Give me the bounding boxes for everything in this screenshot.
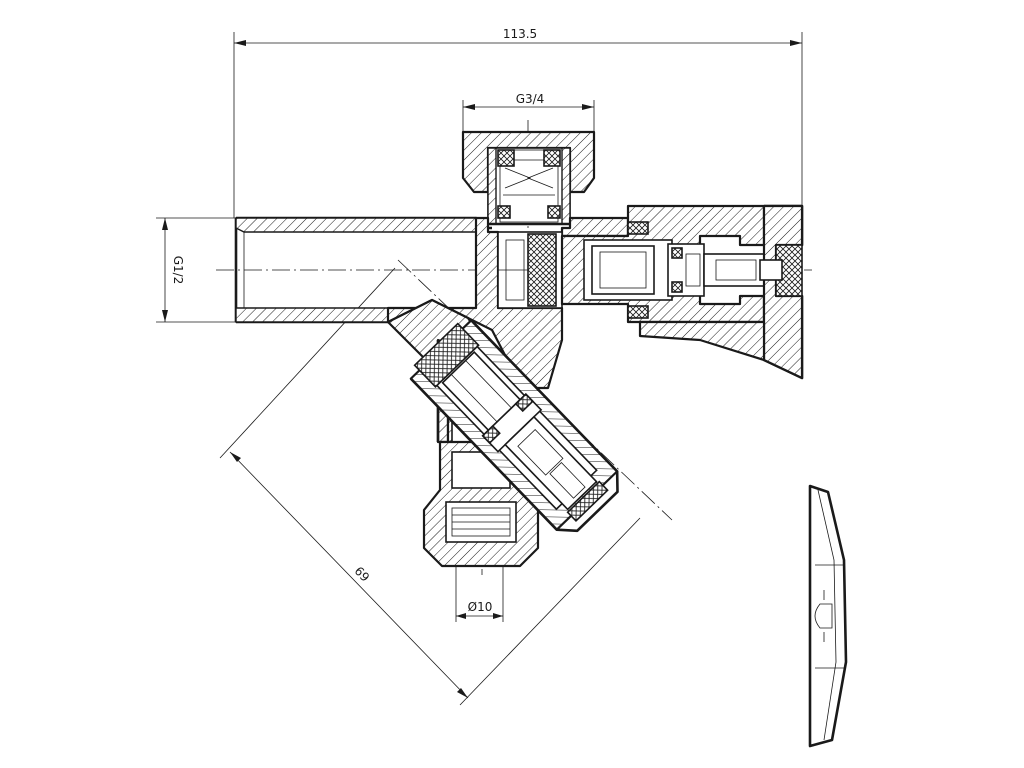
- dimension-top-thread: G3/4: [462, 92, 595, 132]
- diagonal-cartridge: [409, 319, 619, 533]
- dimension-label-top-thread: G3/4: [516, 92, 545, 106]
- dimension-overall-width: 113.5: [233, 27, 803, 218]
- dimension-label-width: 113.5: [503, 27, 537, 41]
- dimension-label-inlet-thread: G1/2: [171, 256, 185, 285]
- inlet-pipe: [234, 216, 492, 324]
- dimension-outlet-diameter: Ø10: [455, 560, 504, 622]
- dimension-label-diagonal: 69: [352, 564, 373, 585]
- right-spindle: [560, 204, 804, 380]
- dimension-inlet-thread: G1/2: [156, 217, 236, 323]
- top-connector: [461, 130, 596, 226]
- handle-side-view: [808, 484, 848, 748]
- dimension-diagonal-length: 69: [219, 267, 641, 706]
- dimension-label-outlet-diameter: Ø10: [468, 600, 493, 614]
- valve-body: [386, 216, 630, 390]
